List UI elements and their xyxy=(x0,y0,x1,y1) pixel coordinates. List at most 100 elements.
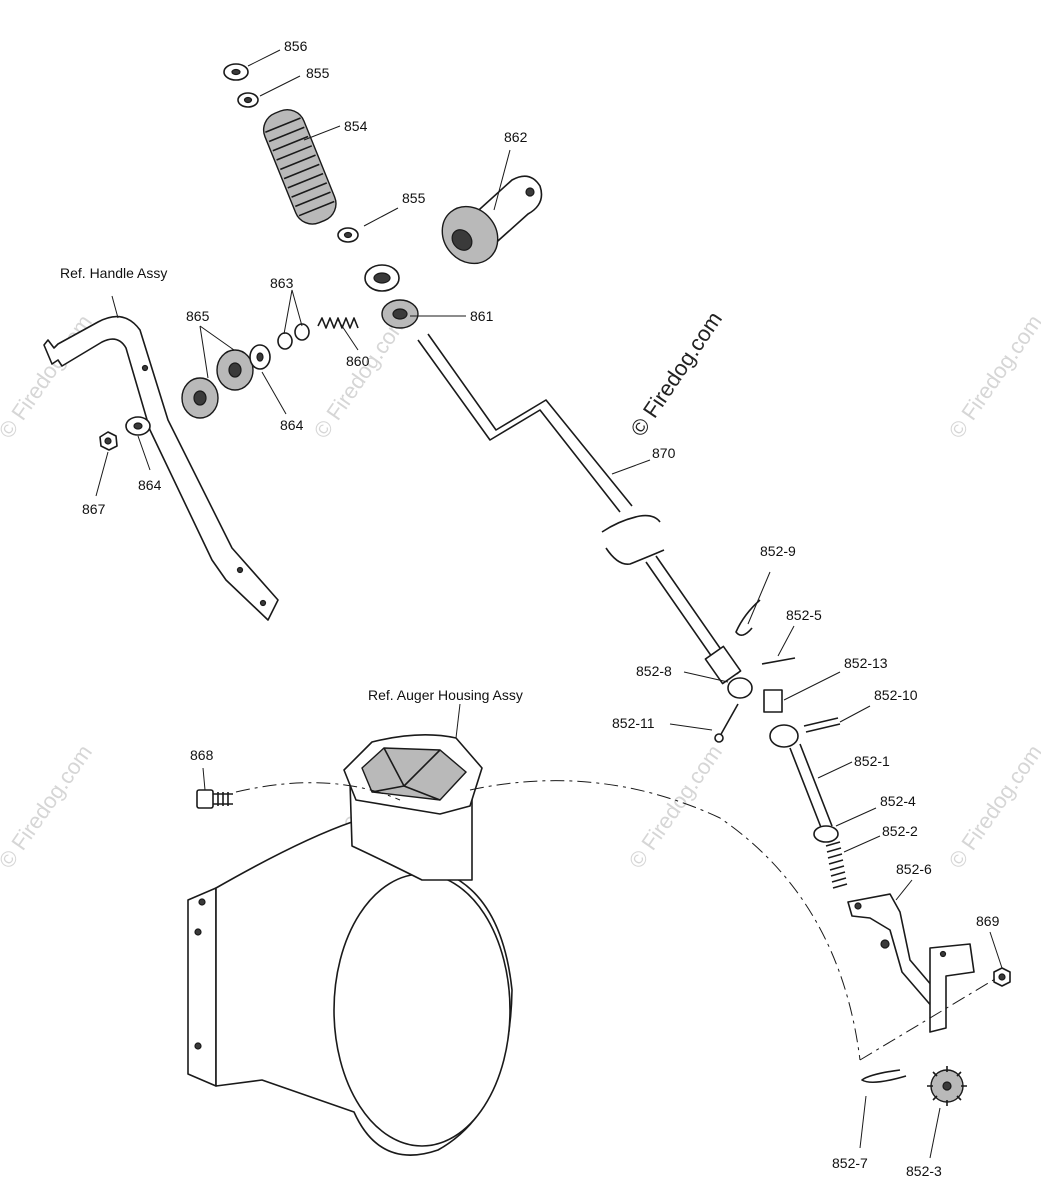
callout-852-9: 852-9 xyxy=(760,543,796,559)
part-863-nut xyxy=(277,332,293,350)
bolt-thread xyxy=(213,792,233,806)
callout-861: 861 xyxy=(470,308,494,324)
part-854-grip xyxy=(262,109,337,225)
callout-852-3: 852-3 xyxy=(906,1163,942,1179)
housing-side-flange xyxy=(187,887,217,1087)
watermark-faint: © Firedog.com xyxy=(944,310,1041,443)
mount-plate-hole xyxy=(939,950,947,958)
leader-line xyxy=(989,931,1003,969)
callout-852-6: 852-6 xyxy=(896,861,932,877)
leader-line xyxy=(747,571,771,625)
part-852-9-clip xyxy=(735,599,761,636)
leader-line xyxy=(137,435,151,471)
callout-852-8: 852-8 xyxy=(636,663,672,679)
callout-856: 856 xyxy=(284,38,308,54)
leader-line xyxy=(843,835,881,853)
grip-body xyxy=(262,109,337,225)
part-861-grommet-hole xyxy=(392,308,408,320)
part-852-8-clevis xyxy=(704,645,742,685)
part-852-11-head xyxy=(714,733,724,743)
rod-upper xyxy=(417,333,633,513)
leader-line xyxy=(261,371,287,415)
callout-865: 865 xyxy=(186,308,210,324)
callout-852-11: 852-11 xyxy=(612,715,655,731)
part-864-washer-hole xyxy=(256,352,264,362)
leader-line xyxy=(929,1107,941,1159)
rod-break xyxy=(601,514,665,565)
leader-line xyxy=(669,723,713,731)
handle-bar xyxy=(43,315,279,621)
leader-line xyxy=(111,295,119,319)
callout-869: 869 xyxy=(976,913,1000,929)
leader-lines xyxy=(95,49,1003,1159)
leader-line xyxy=(95,451,109,497)
callout-863: 863 xyxy=(270,275,294,291)
mount-plate xyxy=(929,943,975,1033)
leader-line xyxy=(363,207,399,227)
callout-855: 855 xyxy=(306,65,330,81)
callout-852-5: 852-5 xyxy=(786,607,822,623)
leader-line xyxy=(683,671,729,683)
callout-852-13: 852-13 xyxy=(844,655,888,671)
part-864-washer-hole xyxy=(133,422,143,430)
ref-auger-housing-label: Ref. Auger Housing Assy xyxy=(368,687,523,703)
callout-855: 855 xyxy=(402,190,426,206)
leader-line xyxy=(247,49,281,67)
bracket-hole xyxy=(880,939,890,949)
flange-hole xyxy=(194,928,202,936)
watermark-main: © Firedog.com xyxy=(625,307,727,441)
part-852-3-gear-hole xyxy=(942,1081,952,1091)
leader-line xyxy=(259,75,301,97)
part-865-bushing-hole xyxy=(193,390,207,406)
part-856-cap-hole xyxy=(231,68,241,76)
callout-864: 864 xyxy=(280,417,304,433)
handle-hole xyxy=(236,566,244,574)
part-852-4-washer xyxy=(813,825,839,843)
flange-hole xyxy=(198,898,206,906)
top-washers xyxy=(223,63,359,243)
leader-line xyxy=(493,149,511,211)
callout-852-2: 852-2 xyxy=(882,823,918,839)
callout-867: 867 xyxy=(82,501,106,517)
housing-mouth xyxy=(333,873,511,1147)
handle-hole xyxy=(259,599,267,607)
bolt-head xyxy=(196,789,214,809)
part-870-rod xyxy=(417,333,739,681)
part-868-bolt xyxy=(196,789,233,809)
watermark-faint: © Firedog.com xyxy=(309,310,412,443)
callout-852-1: 852-1 xyxy=(854,753,890,769)
leader-line xyxy=(337,319,359,351)
watermark-faint: © Firedog.com xyxy=(944,740,1041,873)
callout-862: 862 xyxy=(504,129,528,145)
callout-860: 860 xyxy=(346,353,370,369)
part-852-13-block xyxy=(763,689,783,713)
part-865-bushing-hole xyxy=(228,362,242,378)
leader-line xyxy=(835,807,877,827)
assembly-path xyxy=(235,780,861,1061)
part-852-11-screw xyxy=(719,703,739,737)
leader-line xyxy=(199,325,235,379)
leader-line xyxy=(202,767,206,791)
callout-852-7: 852-7 xyxy=(832,1155,868,1171)
part-855-washer-lower-hole xyxy=(343,231,353,239)
leader-line xyxy=(455,703,461,739)
part-855-eye-hole xyxy=(373,272,391,284)
part-852-8-block xyxy=(727,677,753,699)
assembly-path xyxy=(859,975,1001,1061)
leader-line xyxy=(777,625,795,657)
part-852-10-pin xyxy=(803,717,841,733)
part-852-7-clip xyxy=(861,1069,907,1084)
part-869-nut-hole xyxy=(998,973,1006,981)
part-863-nut xyxy=(294,323,310,341)
pivot-parts xyxy=(99,264,419,451)
watermark-faint: © Firedog.com xyxy=(0,740,97,873)
part-867-nut-hole xyxy=(104,437,112,445)
leader-line xyxy=(611,459,651,475)
linkage-assembly xyxy=(704,599,1011,1106)
leader-line xyxy=(839,705,871,723)
ref-handle-label: Ref. Handle Assy xyxy=(60,265,167,281)
chute-ring-detail xyxy=(371,747,441,801)
handle-assembly xyxy=(43,315,279,621)
callout-870: 870 xyxy=(652,445,676,461)
